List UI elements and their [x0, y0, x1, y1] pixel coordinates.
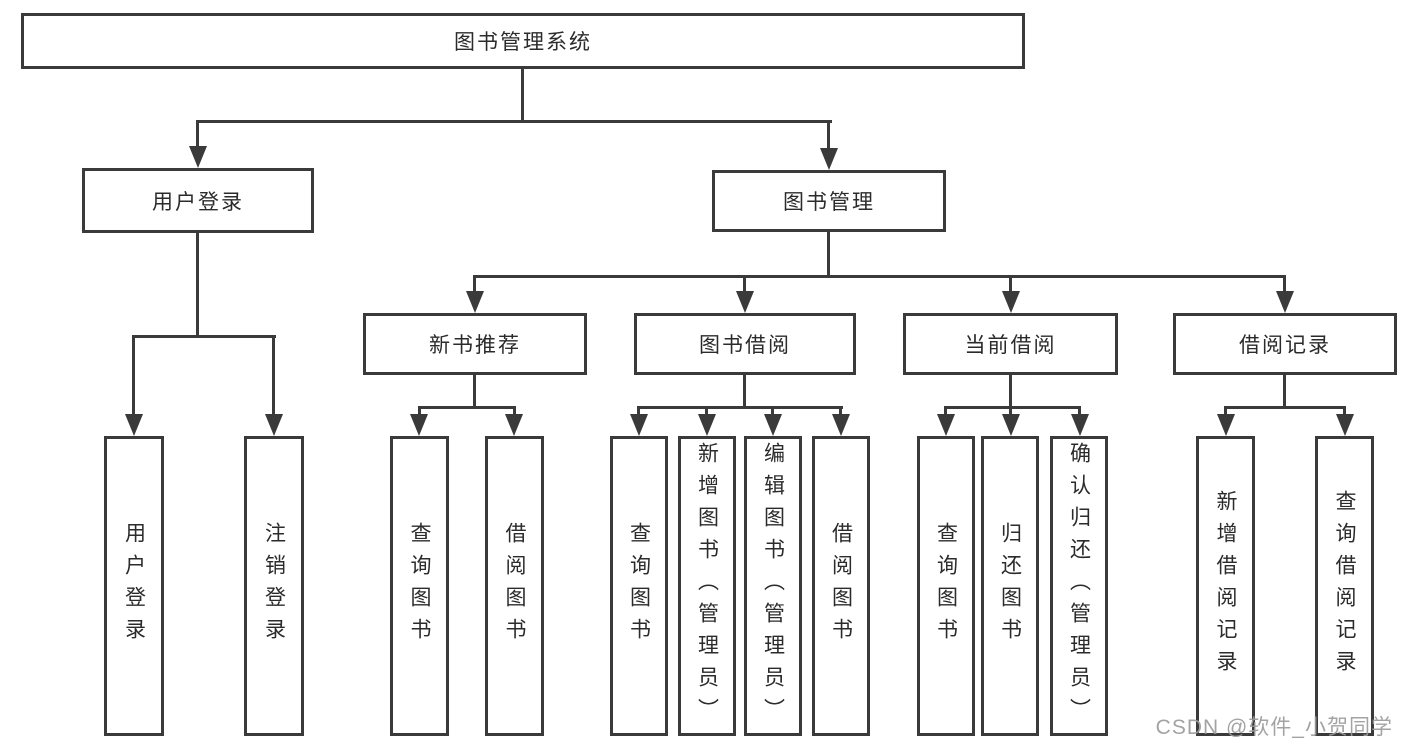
leaf-query-books-1: 查询图书: [390, 436, 449, 736]
leaf-add-books-admin: 新增图书（管理员）: [678, 436, 736, 736]
leaf-edit-books-admin: 编辑图书（管理员）: [744, 436, 802, 736]
arrow-down-icon: [410, 414, 428, 436]
connector-line: [1009, 275, 1012, 293]
node-book-management-label: 图书管理: [783, 191, 875, 214]
connector-line: [771, 406, 774, 416]
leaf-query-books-2-label: 查询图书: [627, 522, 651, 650]
leaf-return-books-label: 归还图书: [998, 522, 1022, 650]
node-book-borrow-label: 图书借阅: [699, 334, 791, 357]
leaf-user-login-label: 用户登录: [122, 522, 146, 650]
leaf-query-books-3: 查询图书: [917, 436, 975, 736]
leaf-add-borrow-record-label: 新增借阅记录: [1214, 490, 1237, 682]
arrow-down-icon: [630, 414, 648, 436]
leaf-borrow-books-1-label: 借阅图书: [503, 522, 526, 650]
leaf-query-books-3-label: 查询图书: [934, 522, 958, 650]
connector-line: [196, 120, 832, 123]
leaf-confirm-return-admin-label: 确认归还（管理员）: [1067, 442, 1091, 730]
connector-line: [839, 406, 842, 416]
node-current-borrow: 当前借阅: [903, 313, 1118, 375]
leaf-query-books-1-label: 查询图书: [408, 522, 431, 650]
arrow-down-icon: [505, 414, 523, 436]
connector-line: [272, 335, 275, 416]
leaf-return-books: 归还图书: [981, 436, 1039, 736]
arrow-down-icon: [466, 291, 484, 313]
connector-line: [418, 406, 516, 409]
leaf-confirm-return-admin: 确认归还（管理员）: [1050, 436, 1108, 736]
connector-line: [132, 335, 135, 416]
connector-line: [196, 233, 199, 335]
leaf-logout-label: 注销登录: [262, 522, 286, 650]
arrow-down-icon: [125, 414, 143, 436]
connector-line: [473, 275, 476, 293]
connector-line: [1224, 406, 1227, 416]
connector-line: [513, 406, 516, 416]
node-new-book-recommend-label: 新书推荐: [429, 334, 521, 357]
connector-line: [944, 406, 1081, 409]
csdn-watermark: CSDN @软件_小贺同学: [1155, 716, 1393, 739]
arrow-down-icon: [1276, 291, 1294, 313]
connector-line: [1283, 375, 1286, 406]
arrow-down-icon: [764, 414, 782, 436]
leaf-borrow-books-2: 借阅图书: [812, 436, 870, 736]
connector-line: [521, 69, 524, 120]
leaf-query-borrow-record-label: 查询借阅记录: [1333, 490, 1356, 682]
leaf-borrow-books-1: 借阅图书: [485, 436, 544, 736]
connector-line: [705, 406, 708, 416]
node-root-label: 图书管理系统: [454, 31, 592, 54]
connector-line: [637, 406, 640, 416]
arrow-down-icon: [1002, 414, 1020, 436]
connector-line: [743, 275, 746, 293]
node-user-login-label: 用户登录: [152, 190, 244, 214]
arrow-down-icon: [265, 414, 283, 436]
connector-line: [473, 275, 1286, 278]
connector-line: [827, 120, 830, 150]
leaf-query-books-2: 查询图书: [610, 436, 668, 736]
arrow-down-icon: [1336, 414, 1354, 436]
connector-line: [1283, 275, 1286, 293]
connector-line: [637, 406, 843, 409]
leaf-add-books-admin-label: 新增图书（管理员）: [695, 442, 719, 730]
arrow-down-icon: [1002, 291, 1020, 313]
leaf-user-login: 用户登录: [104, 436, 164, 736]
connector-line: [1343, 406, 1346, 416]
node-current-borrow-label: 当前借阅: [964, 334, 1057, 357]
connector-line: [132, 335, 276, 338]
connector-line: [418, 406, 421, 416]
leaf-query-borrow-record: 查询借阅记录: [1315, 436, 1374, 736]
connector-line: [827, 232, 830, 275]
leaf-logout: 注销登录: [244, 436, 304, 736]
node-new-book-recommend: 新书推荐: [363, 313, 587, 375]
arrow-down-icon: [736, 291, 754, 313]
arrow-down-icon: [1071, 414, 1089, 436]
connector-line: [1009, 375, 1012, 406]
arrow-down-icon: [1217, 414, 1235, 436]
connector-line: [1224, 406, 1346, 409]
leaf-edit-books-admin-label: 编辑图书（管理员）: [761, 442, 785, 730]
node-borrow-records-label: 借阅记录: [1239, 334, 1331, 357]
leaf-add-borrow-record: 新增借阅记录: [1196, 436, 1255, 736]
connector-line: [1078, 406, 1081, 416]
node-book-borrow: 图书借阅: [634, 313, 856, 375]
arrow-down-icon: [698, 414, 716, 436]
node-root: 图书管理系统: [21, 13, 1025, 69]
connector-line: [196, 120, 199, 148]
arrow-down-icon: [189, 146, 207, 168]
connector-line: [743, 375, 746, 406]
node-book-management: 图书管理: [712, 170, 946, 232]
arrow-down-icon: [832, 414, 850, 436]
arrow-down-icon: [937, 414, 955, 436]
connector-line: [1009, 406, 1012, 416]
node-user-login: 用户登录: [82, 168, 314, 233]
node-borrow-records: 借阅记录: [1173, 313, 1397, 375]
arrow-down-icon: [820, 148, 838, 170]
leaf-borrow-books-2-label: 借阅图书: [829, 522, 853, 650]
connector-line: [944, 406, 947, 416]
connector-line: [473, 375, 476, 406]
